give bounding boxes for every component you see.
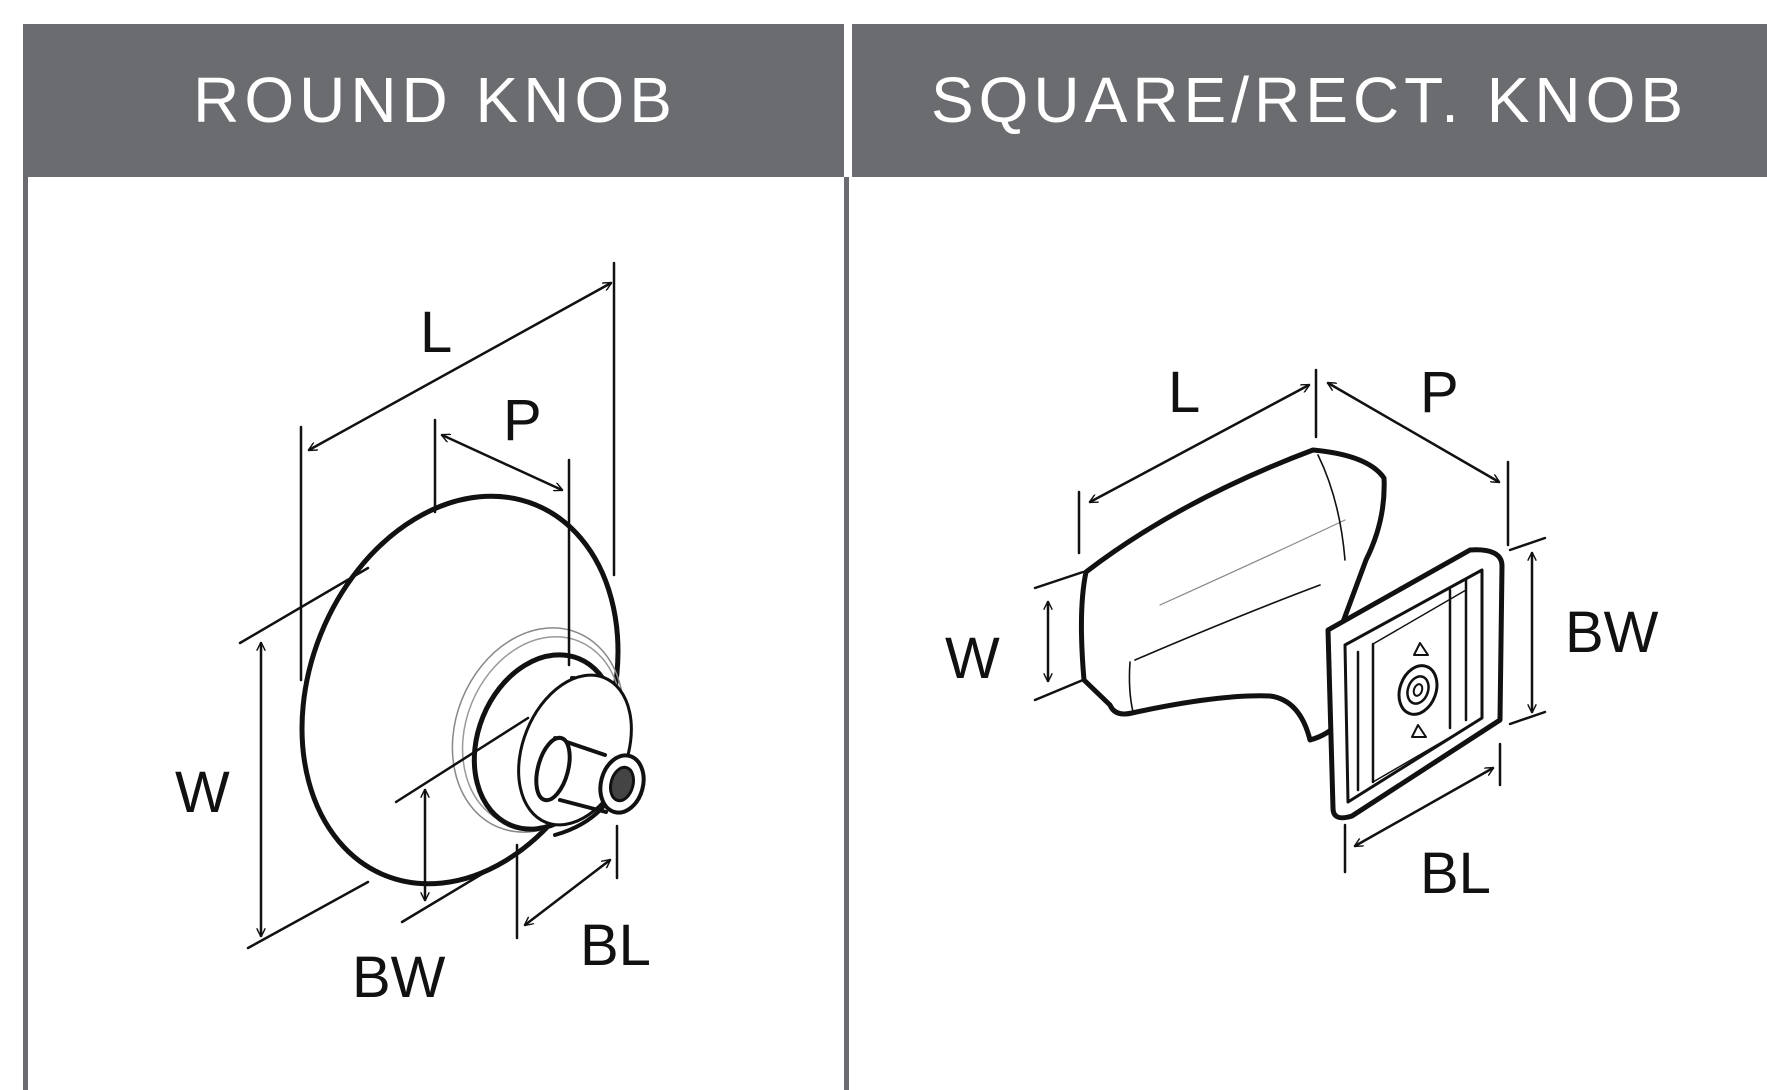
round-label-bl: BL [580,913,651,978]
header-divider [844,24,852,177]
square-knob-illustration [1078,447,1505,821]
square-knob-dimension-lines [1033,368,1547,874]
round-label-w: W [175,760,230,825]
column-divider [844,177,849,1090]
round-label-l: L [420,300,452,365]
square-label-bl: BL [1420,841,1491,906]
round-label-bw: BW [352,945,446,1010]
square-knob-title: SQUARE/RECT. KNOB [930,64,1689,136]
square-label-bw: BW [1565,600,1659,665]
round-knob-dimension-lines [238,261,619,950]
round-knob-illustration [299,493,646,887]
header-bar [26,24,1767,177]
round-label-p: P [503,388,542,453]
square-label-w: W [945,626,1000,691]
square-label-p: P [1420,360,1459,425]
left-border [23,24,28,1090]
square-label-l: L [1168,360,1200,425]
round-knob-title: ROUND KNOB [193,64,677,136]
